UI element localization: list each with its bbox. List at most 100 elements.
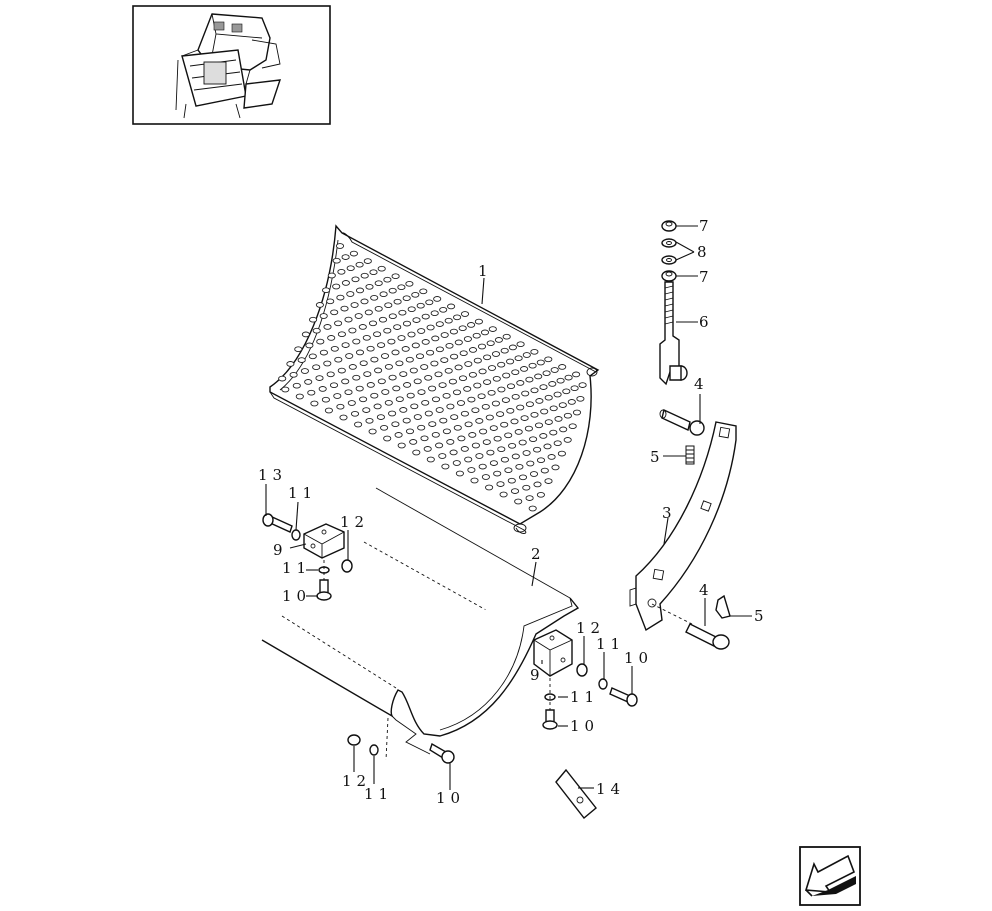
perforation-hole [395,360,404,367]
callout-10-b: 10 [624,649,653,667]
perforation-hole [334,320,343,327]
back-arrow-icon[interactable] [799,846,861,906]
perforation-hole [405,356,414,363]
perforation-hole [316,338,325,345]
perforation-hole [355,261,364,268]
perforation-hole [406,392,415,399]
bolt-part-4-upper [659,409,705,436]
perforation-hole [440,332,449,338]
perforation-hole [435,442,444,449]
perforation-hole [563,437,572,443]
perforation-hole [334,356,343,363]
perforation-hole [470,477,479,484]
perforation-hole [456,400,466,406]
machine-overview-thumbnail [132,5,331,125]
perforation-hole [294,346,303,353]
perforation-hole [457,435,466,442]
perforation-hole [471,442,480,449]
perforation-hole [535,398,544,404]
perforation-hole [409,439,418,445]
perforation-hole [330,309,339,316]
perforation-hole [480,329,490,336]
perforation-hole [463,386,472,392]
perforation-hole [453,424,462,431]
perforation-hole [378,316,388,323]
callout-11-e: 11 [364,785,393,803]
perforation-hole [327,335,336,341]
perforation-hole [420,364,429,370]
perforation-hole [521,390,530,397]
perforation-hole [549,405,558,412]
perforation-hole [540,408,549,415]
perforation-hole [522,352,531,358]
perforation-hole [327,272,336,279]
perforation-hole [340,305,349,312]
perforation-hole [335,243,345,249]
perforation-hole [402,417,411,424]
perforation-hole [415,353,425,360]
perforation-hole [405,428,415,435]
perforation-hole [341,378,350,385]
perforation-hole [572,371,581,378]
perforation-hole [363,258,372,264]
perforation-hole [411,342,420,349]
perforation-hole [323,360,332,367]
callout-11-b: 11 [282,559,311,577]
perforation-hole [394,432,403,438]
perforation-hole [384,399,393,406]
perforation-hole [442,392,451,399]
perforation-hole [510,488,520,494]
perforation-hole [355,385,364,392]
perforation-hole [412,449,421,456]
perforation-hole [496,481,505,487]
perforation-hole [295,393,304,400]
perforation-hole [391,349,400,356]
perforation-hole [428,421,437,427]
perforation-hole [522,484,531,491]
perforation-hole [464,421,473,428]
perforation-hole [431,431,440,438]
perforation-hole [446,403,455,410]
perforation-hole [551,464,560,471]
perforation-hole [309,316,318,323]
perforation-hole [333,393,342,399]
perforation-hole [562,388,571,395]
perforation-hole [500,421,509,428]
perforation-hole [447,303,456,310]
perforation-hole [421,399,430,406]
callout-6: 6 [699,313,714,331]
perforation-hole [508,442,517,449]
perforation-hole [533,446,542,453]
perforation-hole [463,336,472,342]
perforation-hole [417,389,426,395]
perforation-hole [398,309,407,316]
perforation-hole [481,474,490,480]
perforation-hole [370,356,379,363]
perforation-hole [483,379,492,385]
perforation-hole [502,372,511,379]
perforation-hole [444,317,453,324]
perforation-hole [467,467,476,473]
perforation-hole [520,366,529,372]
perforation-hole [507,477,516,484]
perforation-hole [485,484,494,491]
perforation-hole [330,345,339,352]
perforation-hole [511,453,520,460]
perforation-hole [421,313,430,320]
perforation-hole [438,453,447,459]
perforation-hole [455,470,464,477]
perforation-hole [477,343,487,350]
perforation-hole [407,331,416,338]
perforation-hole [520,415,529,421]
perforation-hole [514,429,523,435]
perforation-hole [350,410,360,417]
perforation-hole [533,481,542,488]
callout-7-top: 7 [699,217,714,235]
perforation-hole [526,460,535,467]
threaded-rod-part-6 [659,281,688,386]
perforation-hole [536,491,545,498]
perforation-hole [373,331,382,338]
perforation-hole [411,291,420,298]
perforation-hole [337,367,346,374]
perforation-hole [388,410,397,417]
